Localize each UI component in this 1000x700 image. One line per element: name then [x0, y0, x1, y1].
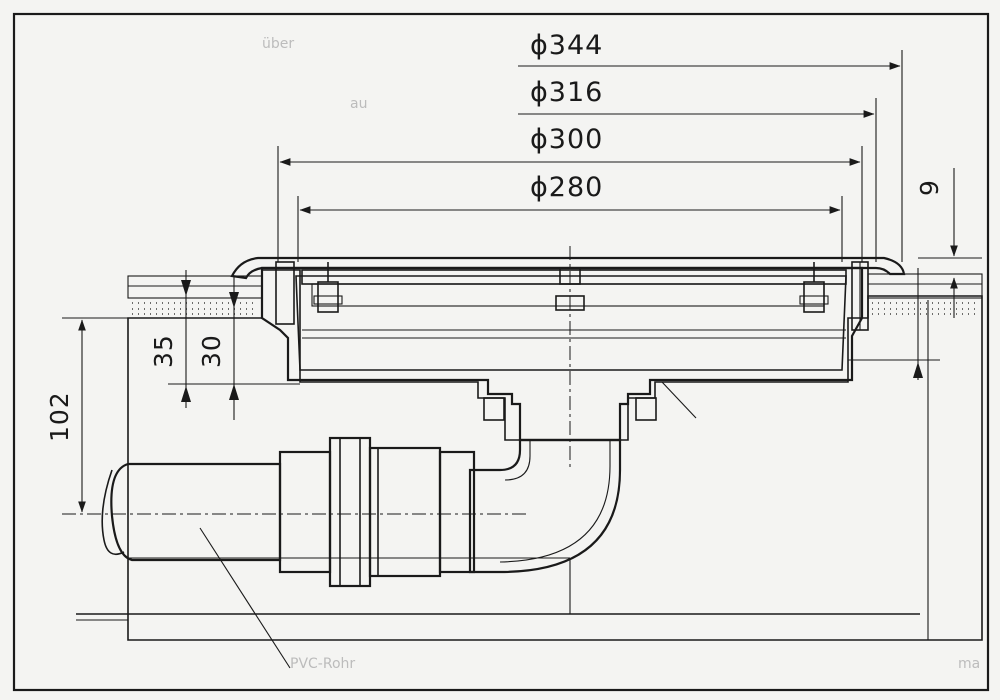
dim-label-9: 9	[915, 179, 944, 196]
bolt-right	[799, 262, 829, 313]
bolt-left	[313, 262, 343, 313]
dim-arrow-right-step	[913, 362, 923, 378]
screed-dots-left	[132, 302, 258, 315]
concrete-body	[127, 269, 983, 641]
outlet-bolt-right	[635, 397, 657, 421]
dim-label-316: ϕ316	[530, 77, 603, 108]
faint-label-mid: au	[350, 96, 367, 112]
coupling-sleeve	[368, 446, 442, 578]
tile-layer-left	[127, 275, 263, 299]
dim-arrow-30-top	[229, 292, 239, 308]
grating-frame	[311, 283, 825, 307]
leader-bolt	[661, 381, 697, 419]
dim-arrow-35-top	[181, 280, 191, 296]
clamp-bolt-right	[851, 261, 869, 331]
void-area	[690, 400, 852, 560]
coupling-body-right	[438, 450, 476, 574]
coupling-body-left	[278, 450, 332, 574]
leader-pipe	[199, 527, 291, 669]
dim-label-35: 35	[149, 334, 178, 368]
dim-label-300: ϕ300	[530, 124, 603, 155]
dim-arrow-35-bottom	[181, 386, 191, 402]
faint-label-top: über	[262, 36, 294, 52]
elbow-pipe	[468, 438, 622, 574]
faint-label-pipe: PVC-Rohr	[290, 656, 355, 672]
dim-label-280: ϕ280	[530, 172, 603, 203]
dim-label-102: 102	[45, 391, 74, 442]
faint-label-right: ma	[958, 656, 980, 672]
grating	[301, 269, 847, 285]
elbow-inner	[499, 440, 611, 563]
outlet-bolt-left	[483, 397, 505, 421]
dim-label-344: ϕ344	[530, 30, 603, 61]
pipe-break-mark	[101, 469, 125, 556]
drain-flange	[230, 256, 906, 280]
dim-arrow-30-bottom	[229, 384, 239, 400]
tile-layer-right	[867, 273, 983, 299]
screed-dots-right	[872, 302, 978, 315]
drain-inner-tray	[295, 275, 847, 371]
coupling-nut	[328, 436, 372, 588]
pvc-pipe	[110, 462, 282, 562]
drawing-frame	[12, 12, 990, 692]
clamp-bolt-left	[275, 261, 295, 325]
dim-label-30: 30	[197, 334, 226, 368]
